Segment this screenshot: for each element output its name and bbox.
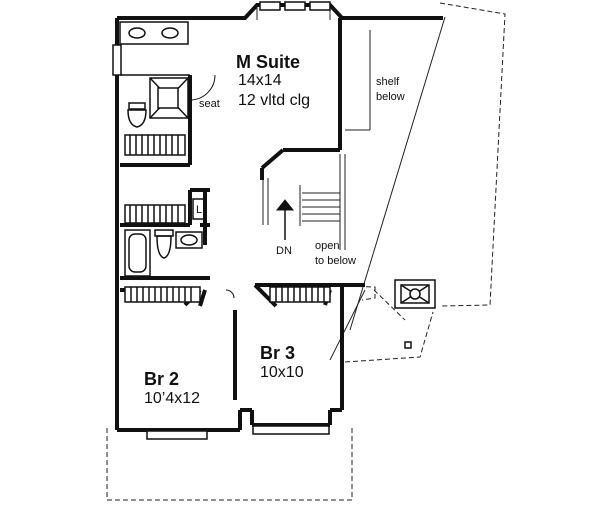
master-bath-fixtures [119,21,190,128]
linen-closet [192,198,206,220]
master-suite-name: M Suite [236,52,301,72]
stair-arrow [275,199,295,240]
seat-label: seat [199,98,220,110]
thin-lines [256,8,446,361]
stair-down-label: DN [276,245,292,257]
shelf-below-label: below [376,91,405,103]
bathtub [124,229,151,277]
toilet [127,109,147,128]
to-below-label: to below [315,255,356,267]
door-swings [189,74,235,299]
open-label: open [315,240,340,252]
master-suite-size: 14x14 [238,72,282,89]
roof-outline [106,2,506,501]
master-suite-ceiling: 12 vltd clg [238,92,311,109]
bedroom-2-size: 10’4x12 [144,390,201,407]
bedroom-3-name: Br 3 [260,343,296,363]
shower-stall [149,77,189,119]
linen-label: L [196,204,203,216]
hall-bath-fixtures [124,198,206,277]
chimney [394,279,436,349]
bedroom-2-name: Br 2 [144,369,180,389]
bedroom-3-size: 10x10 [260,364,304,381]
hall-sink [175,231,203,249]
closet-shelving [124,134,331,303]
double-vanity [119,21,189,45]
shelf-label: shelf [376,76,400,88]
windows [112,1,331,440]
hall-toilet [156,235,172,259]
